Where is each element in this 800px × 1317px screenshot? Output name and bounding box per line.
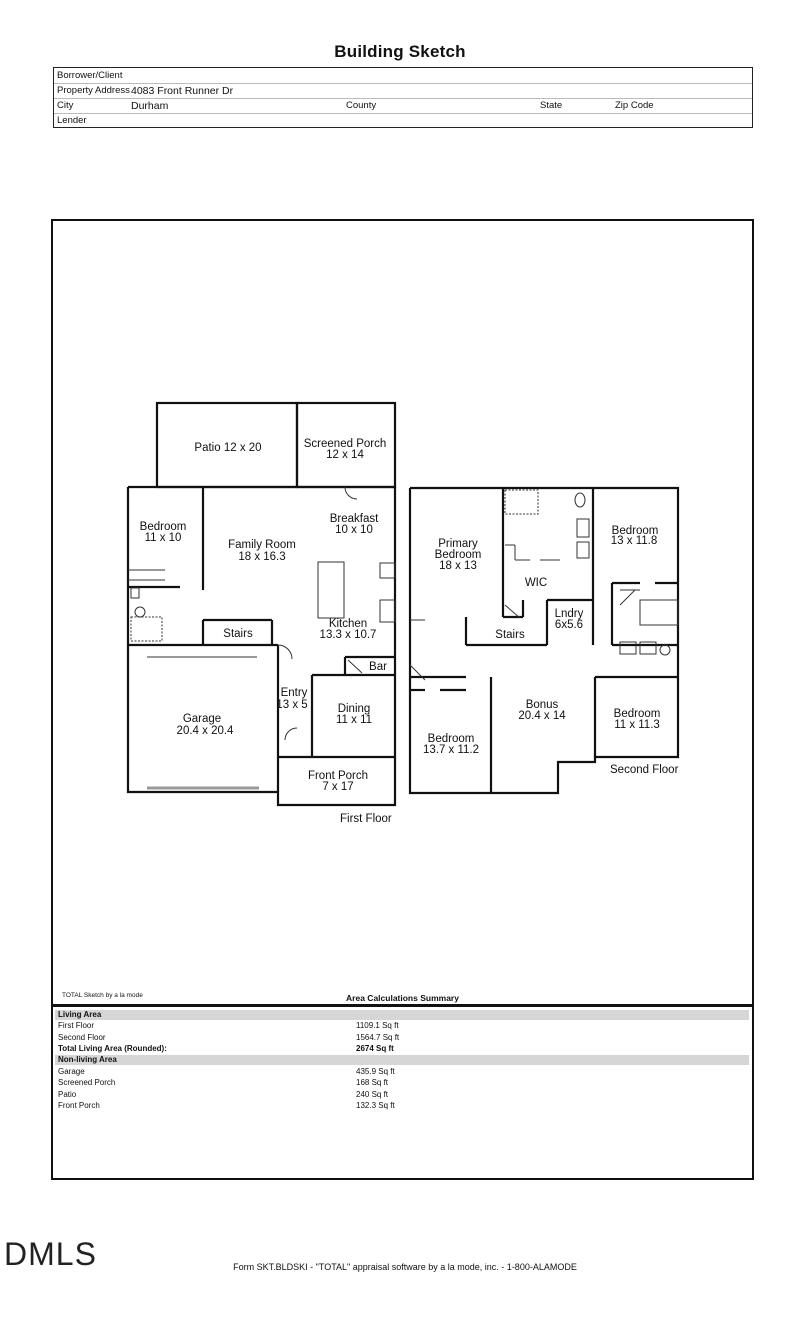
borrower-row: Borrower/Client [54,68,752,84]
breakfast-dims: 10 x 10 [335,524,373,536]
second-floor-fixtures [409,489,679,681]
summary-row-second-floor: Second Floor 1564.7 Sq ft [58,1032,558,1043]
dining-dims: 11 x 11 [336,714,372,726]
zip-label: Zip Code [615,100,654,111]
second-floor-walls [408,486,680,795]
kitchen-dims: 13.3 x 10.7 [320,629,377,641]
second-floor-area-value: 1564.7 Sq ft [356,1033,400,1042]
city-label: City [57,100,74,111]
nonliving-area-header: Non-living Area [55,1055,749,1065]
bedroom2-name: Bedroom [612,525,659,537]
total-living-area-value: 2674 Sq ft [356,1044,394,1053]
stairs-first-floor: Stairs [223,628,253,640]
dmls-logo: DMLS [4,1236,97,1272]
state-label: State [540,100,563,111]
bonus-name: Bonus [526,699,559,711]
bedroom3-name: Bedroom [614,708,661,720]
summary-row-first-floor: First Floor 1109.1 Sq ft [58,1020,558,1031]
wic-label: WIC [525,577,547,589]
stairs-second-floor: Stairs [495,629,525,641]
bedroom1-dims: 11 x 10 [145,532,182,544]
garage-area-name: Garage [58,1067,85,1076]
entry-name: Entry [281,687,308,699]
address-value: 4083 Front Runner Dr [131,85,234,97]
patio-area-value: 240 Sq ft [356,1090,389,1099]
first-floor-walls [126,401,397,807]
summary-row-patio: Patio 240 Sq ft [58,1089,558,1100]
second-floor-area-name: Second Floor [58,1033,106,1042]
bonus-dims: 20.4 x 14 [518,710,566,722]
breakfast-name: Breakfast [330,513,379,525]
city-row: City Durham County State Zip Code [54,98,752,114]
kitchen-name: Kitchen [329,618,367,630]
family-room-name: Family Room [228,539,296,551]
first-floor-label: First Floor [340,813,392,825]
floor-plan-sketch: Patio 12 x 20 Screened Porch 12 x 14 Bed… [126,401,680,825]
property-info-box: Borrower/Client Property Address 4083 Fr… [53,67,753,128]
bar-label: Bar [369,661,387,673]
dining-name: Dining [338,703,371,715]
bedroom1-name: Bedroom [140,521,187,533]
page-title: Building Sketch [334,42,466,61]
first-floor-area-name: First Floor [58,1021,94,1030]
borrower-label: Borrower/Client [57,70,123,81]
front-porch-dims: 7 x 17 [322,781,353,793]
bedroom2-dims: 13 x 11.8 [611,535,657,547]
front-porch-area-value: 132.3 Sq ft [356,1101,395,1110]
address-row: Property Address 4083 Front Runner Dr [54,83,752,99]
summary-title: Area Calculations Summary [346,993,459,1003]
laundry-dims: 6x5.6 [555,619,583,631]
screened-porch-area-name: Screened Porch [58,1078,116,1087]
summary-divider [51,1004,754,1007]
patio-label: Patio 12 x 20 [194,442,261,454]
bedroom4-name: Bedroom [428,733,475,745]
summary-row-total: Total Living Area (Rounded): 2674 Sq ft [58,1043,558,1054]
first-floor-fixtures [128,486,396,790]
total-living-area-name: Total Living Area (Rounded): [58,1044,167,1053]
county-label: County [346,100,377,111]
summary-row-screened-porch: Screened Porch 168 Sq ft [58,1077,558,1088]
screened-porch-dims: 12 x 14 [326,449,364,461]
patio-area-name: Patio [58,1090,77,1099]
primary-bedroom-dims: 18 x 13 [439,560,477,572]
second-floor-label: Second Floor [610,764,679,776]
footer-form-text: Form SKT.BLDSKI - "TOTAL" appraisal soft… [233,1262,577,1272]
front-porch-name: Front Porch [308,770,368,782]
living-area-header: Living Area [55,1010,749,1020]
address-label: Property Address [57,85,130,96]
sketch-frame [51,219,754,1180]
laundry-name: Lndry [555,608,584,620]
lender-label: Lender [57,115,87,126]
screened-porch-name: Screened Porch [304,438,386,450]
family-room-dims: 18 x 16.3 [238,551,285,563]
lender-row: Lender [54,113,752,128]
sketch-credit: TOTAL Sketch by a la mode [62,992,143,999]
summary-row-garage: Garage 435.9 Sq ft [58,1066,558,1077]
summary-row-front-porch: Front Porch 132.3 Sq ft [58,1100,558,1111]
bedroom3-dims: 11 x 11.3 [614,719,660,731]
primary-bedroom-name-2: Bedroom [435,549,482,561]
primary-bedroom-name-1: Primary [438,538,478,550]
garage-area-value: 435.9 Sq ft [356,1067,395,1076]
first-floor-area-value: 1109.1 Sq ft [356,1021,399,1030]
city-value: Durham [131,100,169,112]
garage-dims: 20.4 x 20.4 [177,725,235,737]
entry-dims: 13 x 5 [276,699,307,711]
bedroom4-dims: 13.7 x 11.2 [423,744,479,756]
garage-name: Garage [183,713,221,725]
front-porch-area-name: Front Porch [58,1101,100,1110]
screened-porch-area-value: 168 Sq ft [356,1078,389,1087]
